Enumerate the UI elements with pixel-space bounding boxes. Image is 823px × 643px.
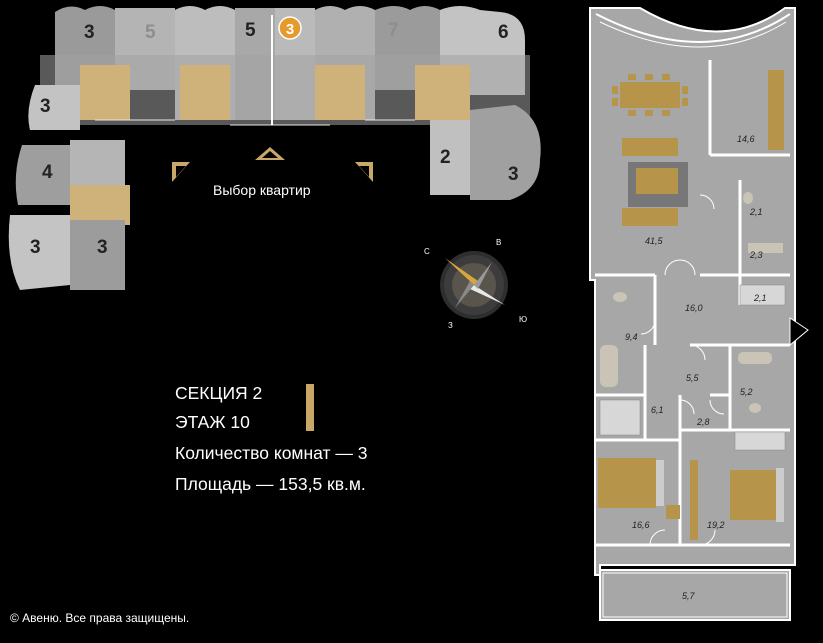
- choose-apartments-link[interactable]: Выбор квартир: [213, 182, 311, 198]
- room-area-label: 14,6: [737, 134, 755, 144]
- bathroom-fixtures-icon: [600, 192, 783, 413]
- compass-needle-icon: [445, 258, 478, 285]
- room-area-label: 5,2: [740, 387, 753, 397]
- apartment-block[interactable]: [70, 140, 125, 190]
- stair-core: [315, 65, 365, 120]
- room-area-label: 16,0: [685, 303, 703, 313]
- info-accent-bar: [306, 384, 314, 431]
- building-left-wing: [8, 85, 130, 290]
- apartment-count-label[interactable]: 5: [245, 20, 256, 41]
- apartment-count-label[interactable]: 3: [84, 22, 95, 43]
- room-area-label: 2,3: [749, 250, 763, 260]
- building-top-wing: [40, 6, 530, 126]
- arrow-right-icon[interactable]: [355, 162, 373, 182]
- arrow-up-icon[interactable]: [255, 147, 285, 160]
- compass-east-label: В: [496, 238, 501, 247]
- compass-rose-icon: С В Ю З: [424, 238, 527, 330]
- apartment-count-label[interactable]: 4: [42, 162, 53, 183]
- stair-core: [415, 65, 470, 120]
- compass-north-label: С: [424, 247, 430, 256]
- apartment-count-label[interactable]: 3: [97, 237, 108, 258]
- kitchen-counter-icon: [768, 70, 784, 150]
- apartment-block[interactable]: [470, 105, 541, 200]
- room-area-label: 6,1: [651, 405, 664, 415]
- apartment-count-label[interactable]: 3: [40, 96, 51, 117]
- selected-section-badge[interactable]: 3: [278, 16, 302, 40]
- apartment-count-label[interactable]: 3: [30, 237, 41, 258]
- apartment-count-label[interactable]: 6: [498, 22, 509, 43]
- section-label: СЕКЦИЯ 2: [175, 383, 263, 403]
- floor-label: ЭТАЖ 10: [175, 412, 250, 432]
- svg-text:3: 3: [286, 21, 294, 38]
- room-area-label: 2,8: [696, 417, 710, 427]
- dining-table-icon: [612, 74, 688, 116]
- entrance-door-icon: [789, 317, 809, 347]
- arrow-left-icon[interactable]: [172, 162, 190, 182]
- room-area-label: 19,2: [707, 520, 725, 530]
- bed-icon: [598, 458, 784, 540]
- building-right-wing: [430, 105, 541, 200]
- copyright-notice: © Авеню. Все права защищены.: [10, 611, 190, 625]
- apartment-count-label[interactable]: 3: [508, 164, 519, 185]
- apartment-block[interactable]: [28, 85, 80, 130]
- apartment-block[interactable]: [8, 215, 70, 290]
- apartment-count-label[interactable]: 2: [440, 147, 451, 168]
- room-area-label: 2,1: [753, 293, 767, 303]
- room-area-label: 41,5: [645, 236, 664, 246]
- stair-core: [80, 65, 130, 120]
- compass-west-label: З: [448, 321, 453, 330]
- room-area-label: 9,4: [625, 332, 638, 342]
- apartment-count-label[interactable]: 5: [145, 22, 156, 43]
- area-label: Площадь — 153,5 кв.м.: [175, 474, 366, 494]
- room-area-label: 16,6: [632, 520, 650, 530]
- wardrobe-icon: [599, 284, 786, 451]
- balcony-area: [599, 569, 791, 621]
- rooms-count-label: Количество комнат — 3: [175, 443, 368, 463]
- room-area-label: 5,7: [682, 591, 696, 601]
- room-area-label: 5,5: [686, 373, 700, 383]
- sofa-icon: [622, 138, 688, 226]
- room-area-labels: 14,6 41,5 2,1 2,3 2,1 16,0 9,4 5,5 5,2 6…: [625, 134, 767, 601]
- stair-core: [70, 185, 130, 225]
- room-area-label: 2,1: [749, 207, 763, 217]
- stair-core: [180, 65, 230, 120]
- apartment-block[interactable]: [70, 220, 125, 290]
- apartment-count-labels: 3 5 5 7 6 3 2 3 4 3 3: [30, 20, 519, 258]
- apartment-block[interactable]: [15, 145, 75, 205]
- apartment-count-label[interactable]: 7: [388, 20, 399, 41]
- compass-south-label: Ю: [519, 315, 527, 324]
